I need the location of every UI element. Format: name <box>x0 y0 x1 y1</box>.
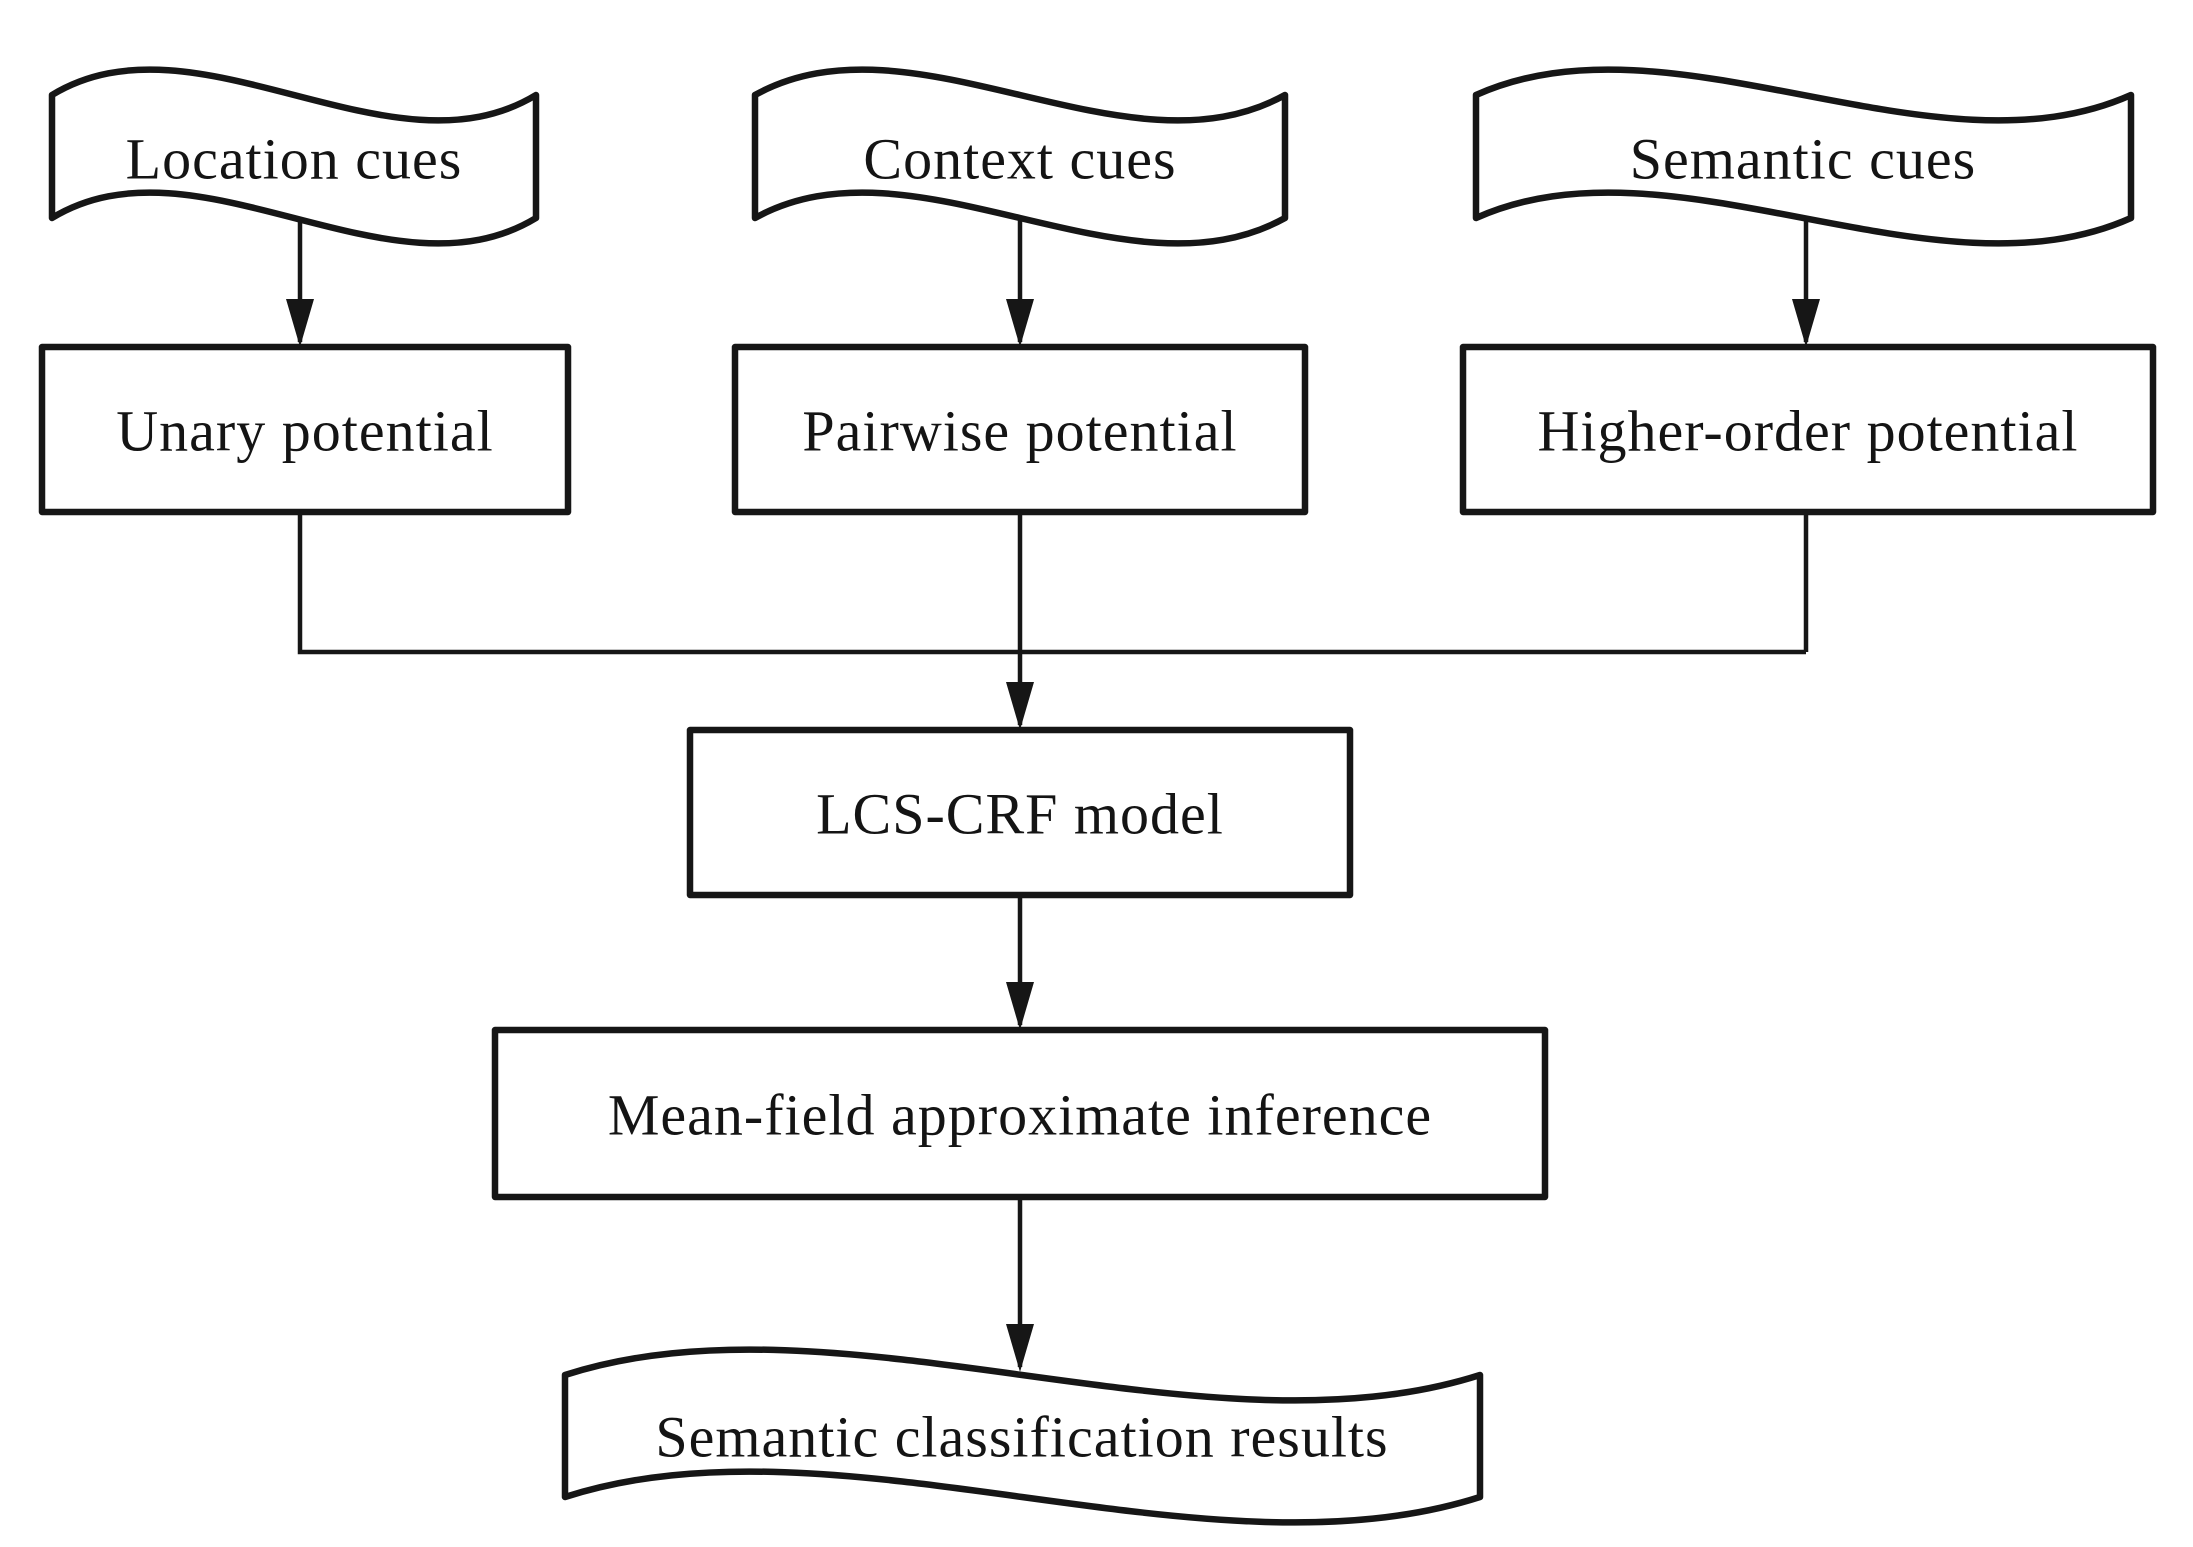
classification-results-wave-shape <box>561 1346 1484 1526</box>
node-semantic-cues: Semantic cues <box>1472 66 2135 247</box>
edge-merge-arrowhead <box>1006 682 1034 730</box>
edge-meanfield-to-results-arrowhead <box>1006 1324 1034 1372</box>
unary-potential-label: Unary potential <box>116 398 493 463</box>
lcs-crf-model-rect <box>686 726 1354 899</box>
context-cues-label: Context cues <box>863 126 1176 191</box>
edge-semantic-to-higher-order-arrowhead <box>1792 299 1820 347</box>
edges <box>286 205 1820 1372</box>
node-location-cues: Location cues <box>48 66 540 247</box>
node-lcs-crf-model: LCS-CRF model <box>686 726 1354 899</box>
mean-field-inference-rect <box>491 1026 1549 1201</box>
node-mean-field-inference: Mean-field approximate inference <box>491 1026 1549 1201</box>
mean-field-inference-label: Mean-field approximate inference <box>608 1082 1432 1147</box>
lcs-crf-model-label: LCS-CRF model <box>816 781 1224 846</box>
location-cues-label: Location cues <box>126 126 463 191</box>
node-context-cues: Context cues <box>751 66 1289 247</box>
semantic-cues-wave-shape <box>1472 66 2135 247</box>
classification-results-label: Semantic classification results <box>655 1404 1388 1469</box>
context-cues-wave-shape <box>751 66 1289 247</box>
node-higher-order-potential: Higher-order potential <box>1459 343 2157 516</box>
edge-context-to-pairwise-arrowhead <box>1006 299 1034 347</box>
pairwise-potential-label: Pairwise potential <box>802 398 1237 463</box>
higher-order-potential-label: Higher-order potential <box>1537 398 2078 463</box>
edge-lcs-to-meanfield-arrowhead <box>1006 982 1034 1030</box>
higher-order-potential-rect <box>1459 343 2157 516</box>
unary-potential-rect <box>38 343 572 516</box>
edge-merge-line <box>297 505 1809 725</box>
node-pairwise-potential: Pairwise potential <box>731 343 1309 516</box>
node-unary-potential: Unary potential <box>38 343 572 516</box>
pairwise-potential-rect <box>731 343 1309 516</box>
edge-location-to-unary-arrowhead <box>286 299 314 347</box>
node-classification-results: Semantic classification results <box>561 1346 1484 1526</box>
semantic-cues-label: Semantic cues <box>1630 126 1976 191</box>
location-cues-wave-shape <box>48 66 540 247</box>
